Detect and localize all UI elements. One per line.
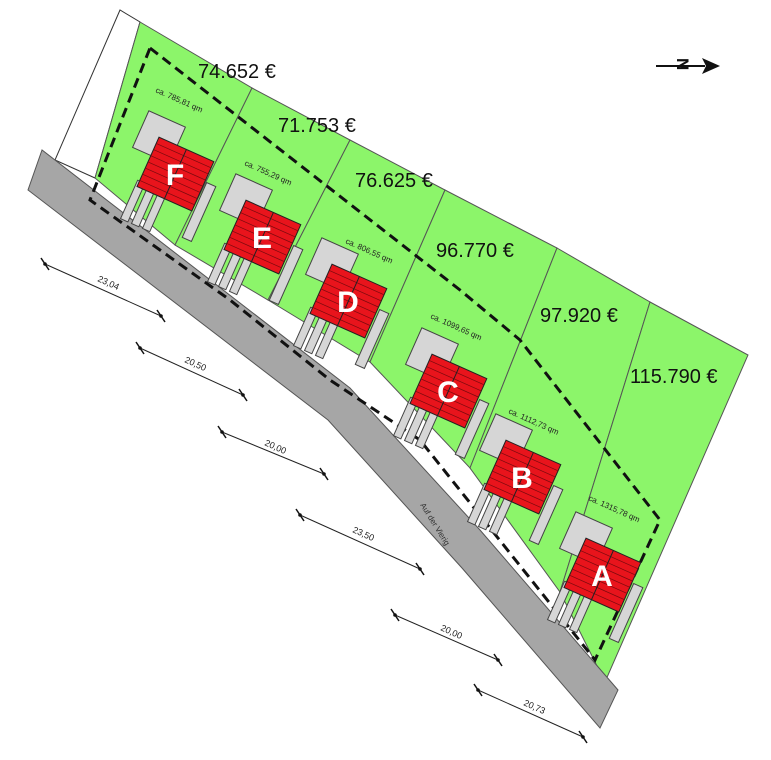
plot-letter-c: C: [437, 376, 459, 409]
garage-d: [354, 308, 390, 370]
price-b: 97.920 €: [540, 305, 618, 327]
house-c[interactable]: [377, 327, 506, 466]
north-arrow-icon: N: [656, 58, 720, 74]
dimension-d: 20,00: [221, 431, 325, 475]
house-e[interactable]: [191, 173, 320, 312]
svg-text:20,00: 20,00: [263, 438, 288, 456]
dimension-dot: [393, 613, 397, 617]
dimension-c: 23,50: [299, 514, 421, 570]
dimension-dot: [220, 430, 224, 434]
dimension-dot: [496, 658, 500, 662]
houses: F E D C B A: [104, 110, 660, 650]
svg-text:23,50: 23,50: [351, 525, 376, 543]
house-a[interactable]: [531, 511, 660, 650]
dimension-dot: [241, 393, 245, 397]
house-f[interactable]: [104, 110, 233, 249]
garage-c: [454, 398, 490, 460]
plot-letter-d: D: [337, 286, 359, 319]
svg-text:20,50: 20,50: [183, 355, 208, 373]
north-label: N: [673, 58, 692, 70]
dimension-dot: [322, 472, 326, 476]
dimension-dot: [581, 735, 585, 739]
price-c: 96.770 €: [436, 240, 514, 262]
garage-b: [528, 484, 564, 546]
svg-text:20,73: 20,73: [522, 698, 547, 716]
dimension-dot: [138, 346, 142, 350]
dimension-dot: [298, 513, 302, 517]
price-d: 76.625 €: [355, 170, 433, 192]
house-d[interactable]: [277, 237, 406, 376]
svg-text:23,04: 23,04: [96, 274, 121, 292]
svg-text:20,00: 20,00: [439, 623, 464, 641]
dimension-e: 20,50: [139, 347, 244, 396]
garage-f: [181, 181, 217, 243]
garage-a: [608, 582, 644, 644]
dimension-dot: [43, 262, 47, 266]
dimension-dot: [476, 688, 480, 692]
dimension-b: 20,00: [394, 614, 499, 661]
plot-letter-f: F: [166, 159, 184, 192]
price-a: 115.790 €: [630, 366, 718, 388]
plot-letter-e: E: [252, 222, 272, 255]
dimension-dot: [418, 567, 422, 571]
plot-letter-a: A: [591, 560, 613, 593]
garage-e: [268, 244, 304, 306]
price-e: 71.753 €: [278, 115, 356, 137]
house-b[interactable]: [451, 413, 580, 552]
building-envelope: [88, 46, 662, 663]
price-f: 74.652 €: [198, 61, 276, 83]
dimension-dot: [159, 314, 163, 318]
plot-letter-b: B: [511, 462, 533, 495]
dimension-a: 20,73: [477, 689, 584, 738]
